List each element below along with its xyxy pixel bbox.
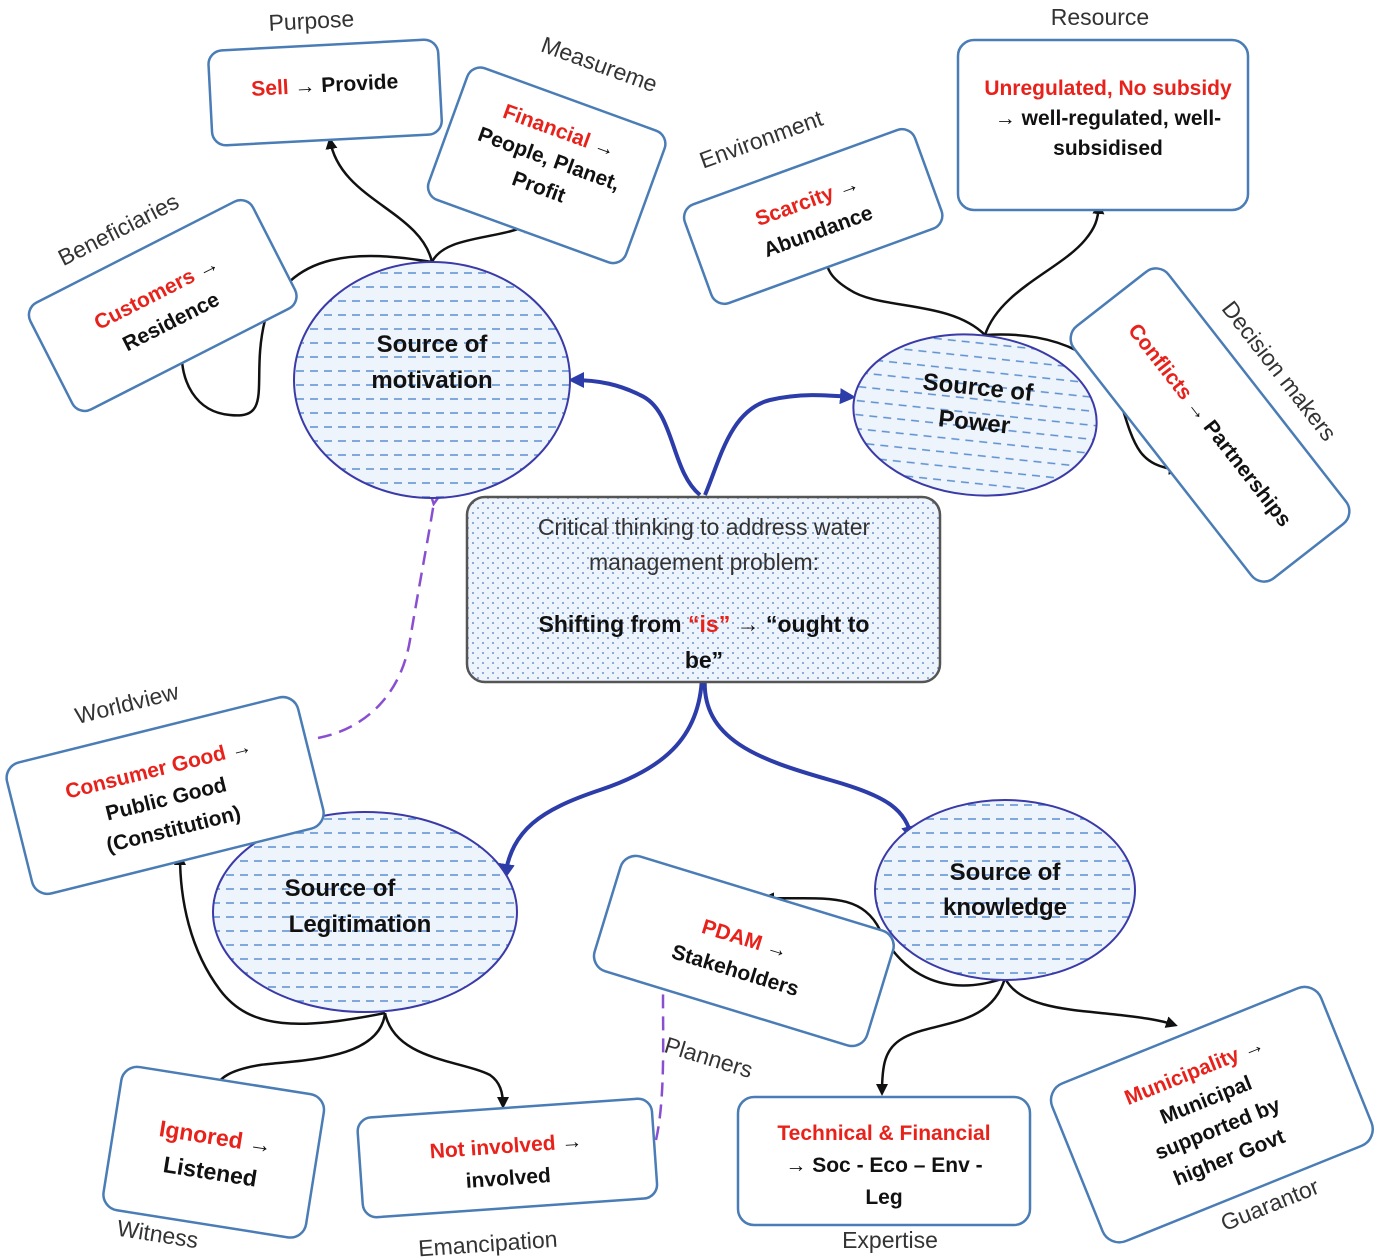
resource-line-1: Unregulated, No subsidy bbox=[984, 77, 1232, 100]
node-emancipation: Not involved → involved Emancipation bbox=[356, 1097, 659, 1260]
arrow-power-to-environment bbox=[820, 253, 986, 336]
label-measurement: Measureme bbox=[538, 31, 661, 97]
label-purpose: Purpose bbox=[268, 5, 355, 35]
arrow-center-to-knowledge bbox=[702, 675, 917, 842]
center-line-2: management problem: bbox=[589, 549, 819, 575]
resource-line-2: → well-regulated, well- bbox=[995, 107, 1221, 130]
oval-legitimation-line-1: Source of bbox=[285, 875, 397, 902]
oval-knowledge-line-1: Source of bbox=[950, 859, 1062, 886]
node-beneficiaries: Beneficiaries Customers → Residence bbox=[27, 188, 298, 413]
arrow-legitimation-to-witness bbox=[211, 1012, 387, 1093]
center-line-4: be” bbox=[685, 647, 723, 673]
label-resource: Resource bbox=[1051, 4, 1149, 30]
node-planners: Planners PDAM → Stakeholders bbox=[592, 854, 895, 1083]
arrow-center-to-power bbox=[703, 388, 856, 496]
label-worldview: Worldview bbox=[72, 678, 181, 729]
purpose-text: Sell → Provide bbox=[251, 70, 399, 101]
expertise-line-1: Technical & Financial bbox=[777, 1122, 990, 1145]
oval-motivation-line-1: Source of bbox=[377, 331, 489, 358]
center-line-1: Critical thinking to address water bbox=[538, 514, 871, 540]
node-resource: Resource Unregulated, No subsidy → well-… bbox=[956, 4, 1250, 212]
arrow-knowledge-to-expertise bbox=[876, 977, 1007, 1096]
node-expertise: Technical & Financial → Soc - Eco – Env … bbox=[736, 1095, 1032, 1253]
arrow-legitimation-to-emancipation bbox=[383, 1012, 509, 1109]
arrow-motivation-to-beneficiaries bbox=[175, 254, 433, 417]
oval-source-of-motivation: Source of motivation bbox=[293, 261, 571, 499]
label-planners: Planners bbox=[662, 1032, 756, 1083]
node-measurement: Measureme Financial → People, Planet, Pr… bbox=[426, 31, 667, 265]
label-emancipation: Emancipation bbox=[417, 1226, 558, 1260]
center-line-3: Shifting from “is” → “ought to bbox=[539, 611, 870, 637]
label-expertise: Expertise bbox=[842, 1227, 938, 1253]
arrow-center-to-legitimation bbox=[498, 675, 704, 880]
expertise-line-2: → Soc - Eco – Env - bbox=[785, 1154, 982, 1177]
arrow-legitimation-to-worldview bbox=[174, 853, 386, 1025]
oval-knowledge-line-2: knowledge bbox=[943, 894, 1067, 921]
witness-line-1: Ignored → bbox=[157, 1115, 273, 1158]
oval-motivation-line-2: motivation bbox=[371, 367, 492, 394]
node-environment: Environment Scarcity → Abundance bbox=[682, 105, 944, 306]
node-decision-makers: Decision makers Conflicts → Partnerships bbox=[1069, 267, 1351, 583]
node-purpose: Purpose Sell → Provide bbox=[207, 5, 443, 147]
arrow-power-to-resource bbox=[983, 202, 1105, 336]
arrow-motivation-to-measurement bbox=[430, 222, 533, 263]
expertise-line-3: Leg bbox=[865, 1186, 902, 1209]
dashed-worldview-to-motivation bbox=[317, 502, 434, 740]
node-guarantor: Municipality → Municipal supported by hi… bbox=[1049, 985, 1374, 1244]
node-witness: Witness Ignored → Listened bbox=[102, 1065, 326, 1253]
oval-source-of-legitimation: Source of Legitimation bbox=[212, 811, 518, 1013]
oval-source-of-knowledge: Source of knowledge bbox=[874, 799, 1136, 981]
arrow-motivation-to-purpose bbox=[325, 137, 434, 263]
central-problem-box: Critical thinking to address water manag… bbox=[465, 495, 942, 684]
arrow-knowledge-to-guarantor bbox=[1003, 977, 1178, 1028]
node-worldview: Worldview Consumer Good → Public Good (C… bbox=[5, 678, 325, 896]
resource-line-3: subsidised bbox=[1053, 137, 1163, 160]
oval-legitimation-line-2: Legitimation bbox=[289, 911, 432, 938]
arrow-center-to-motivation bbox=[568, 372, 702, 497]
oval-source-of-power: Source of Power bbox=[852, 333, 1098, 497]
